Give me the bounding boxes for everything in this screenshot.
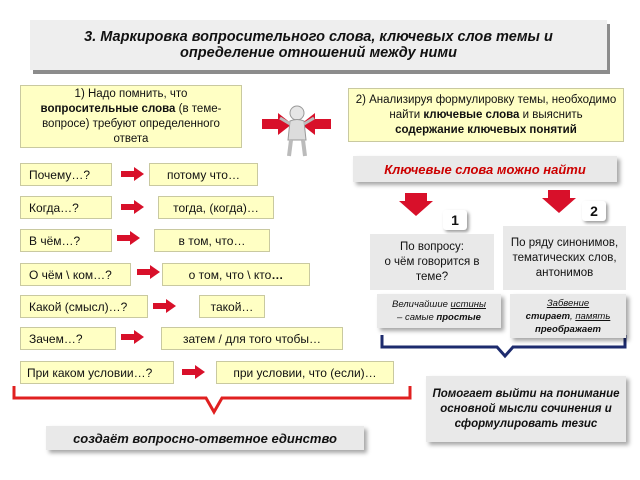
answer-text: о том, что \ кто: [188, 267, 272, 282]
note1-text-2: (в теме-вопросе) требуют определенного о…: [42, 102, 222, 145]
question-box: О чём \ ком…?: [20, 263, 131, 286]
answer-box: о том, что \ кто…: [162, 263, 310, 286]
person-icon: [279, 105, 315, 157]
arrow-down-icon-1: [399, 193, 433, 216]
pair-arrow-icon: [117, 231, 140, 245]
conclusion-unity-box: создаёт вопросно-ответное единство: [46, 426, 364, 450]
arrow-down-icon-2: [542, 190, 576, 213]
answer-box: при условии, что (если)…: [216, 361, 394, 384]
note-interrogative-words: 1) Надо помнить, что вопросительные слов…: [20, 85, 242, 148]
source-synonyms-box: По ряду синонимов, тематических слов, ан…: [503, 226, 626, 290]
title-line-1: 3. Маркировка вопросительного слова, клю…: [84, 29, 553, 45]
answer-ellipsis: …: [271, 267, 284, 282]
answer-box: затем / для того чтобы…: [161, 327, 343, 350]
quote2-comma: ,: [570, 310, 576, 322]
note1-bold: вопросительные слова: [40, 102, 176, 115]
note2-text-2: и выяснить: [519, 108, 583, 121]
conclusion-thesis-box: Помогает выйти на понимание основной мыс…: [426, 376, 626, 442]
quote1-underlined: истины: [450, 299, 486, 310]
pair-arrow-icon: [121, 167, 144, 181]
answer-box: потому что…: [149, 163, 258, 186]
quote2-bold-1: стирает: [525, 310, 571, 322]
answer-box: тогда, (когда)…: [158, 196, 274, 219]
question-box: В чём…?: [20, 229, 112, 252]
quote2-underlined-1: Забвение: [546, 297, 590, 309]
badge-1: 1: [443, 210, 467, 230]
title-line-2: определение отношений между ними: [180, 45, 457, 61]
pair-arrow-icon: [121, 200, 144, 214]
pair-arrow-icon: [137, 265, 160, 279]
note1-text-1: 1) Надо помнить, что: [74, 87, 188, 100]
answer-box: такой…: [199, 295, 265, 318]
answer-box: в том, что…: [154, 229, 270, 252]
quote2-underlined-2: память: [575, 310, 611, 322]
brace-left-red: [12, 386, 412, 416]
quote1-text-1: Величайшие: [392, 299, 451, 310]
question-box: Какой (смысл)…?: [20, 295, 148, 318]
quote-oblivion-box: Забвение стирает, память преображает: [510, 294, 626, 338]
pair-arrow-icon: [153, 299, 176, 313]
source-question-box: По вопросу: о чём говорится в теме?: [370, 234, 494, 290]
question-box: Зачем…?: [20, 327, 116, 350]
badge-2: 2: [582, 201, 606, 221]
note2-text-1: 2) Анализируя формулировку темы, необход…: [355, 93, 617, 121]
quote2-bold-2: преображает: [535, 323, 601, 335]
quote1-bold: простые: [436, 312, 481, 323]
note2-bold-1: ключевые слова: [423, 108, 520, 121]
brace-right-top: [380, 335, 627, 359]
quote1-text-2: – самые: [397, 312, 434, 323]
question-box: Почему…?: [20, 163, 112, 186]
quote-truths-box: Величайшие истины – самые простые: [377, 294, 501, 328]
question-box: При каком условии…?: [20, 361, 174, 384]
note-keywords: 2) Анализируя формулировку темы, необход…: [348, 88, 624, 142]
note2-bold-2: содержание ключевых понятий: [395, 123, 577, 136]
page-title: 3. Маркировка вопросительного слова, клю…: [30, 20, 607, 70]
question-box: Когда…?: [20, 196, 112, 219]
keywords-header: Ключевые слова можно найти: [353, 156, 617, 182]
pair-arrow-icon: [121, 330, 144, 344]
pair-arrow-icon: [182, 365, 205, 379]
